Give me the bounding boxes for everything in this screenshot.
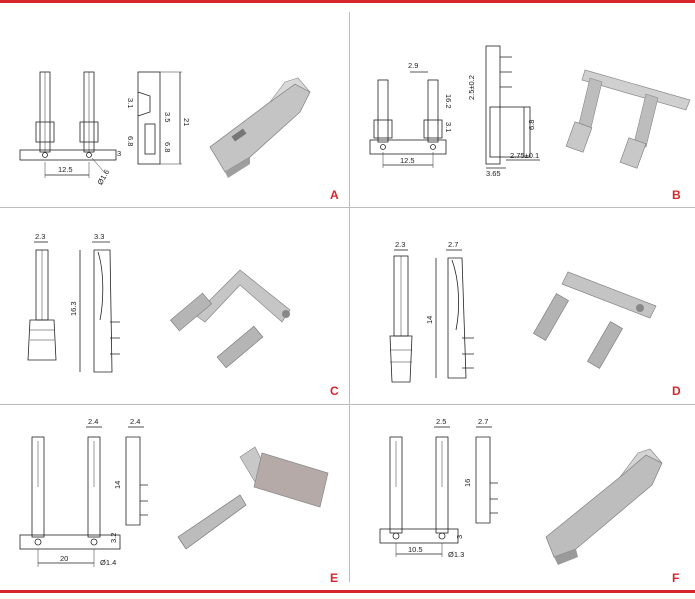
dim-a-7: 6.8 — [163, 142, 172, 152]
terminal-drawing-d: 2.3 2.7 14 — [389, 240, 657, 383]
side-view-e: 2.4 14 — [113, 417, 148, 526]
grid-divider-row2 — [0, 404, 695, 405]
top-red-rule — [0, 0, 695, 3]
dim-f-2: 2.7 — [478, 417, 488, 426]
dim-a-3: 21 — [182, 118, 191, 126]
panel-letter-c: C — [330, 384, 339, 398]
dim-f-6: 3 — [455, 535, 464, 539]
dim-b-3: 12.5 — [400, 156, 415, 165]
grid-divider-vertical — [349, 12, 350, 582]
dim-e-2: 2.4 — [130, 417, 140, 426]
dim-d-1: 2.3 — [395, 240, 405, 249]
terminal-photo-c — [169, 269, 291, 369]
terminal-drawing-f: 2.5 10.5 Ø1.3 3 2.7 16 — [379, 417, 663, 565]
terminal-panel-c: 2.3 3.3 16.3 C — [0, 210, 345, 402]
terminal-photo-e — [177, 446, 329, 550]
terminal-photo-d — [533, 271, 657, 369]
dim-a-6: 6.8 — [126, 136, 135, 146]
dim-c-2: 3.3 — [94, 232, 104, 241]
dim-b-5: 2.75±0.1 — [510, 151, 539, 160]
side-view-a: 21 3.1 3.5 6.8 6.8 — [126, 71, 191, 165]
terminal-panel-e: 2.4 20 Ø1.4 3.2 2.4 14 E — [0, 407, 345, 599]
dim-d-2: 2.7 — [448, 240, 458, 249]
dim-e-1: 2.4 — [88, 417, 98, 426]
front-view-d: 2.3 — [389, 240, 413, 383]
dim-a-8: 3 — [117, 149, 121, 158]
dim-e-6: 3.2 — [109, 533, 118, 543]
panel-letter-d: D — [672, 384, 681, 398]
terminal-panel-f: 2.5 10.5 Ø1.3 3 2.7 16 F — [350, 407, 695, 599]
terminal-panel-d: 2.3 2.7 14 D — [350, 210, 695, 402]
dim-f-3: 16 — [463, 479, 472, 487]
grid-divider-row1 — [0, 207, 695, 208]
dim-a-4: 3.1 — [126, 98, 135, 108]
dim-e-4: 20 — [60, 554, 68, 563]
terminal-drawing-a: 12.5 Ø1.6 3 21 3.1 3.5 6.8 6.8 — [19, 71, 311, 187]
dim-b-4: 3.65 — [486, 169, 501, 178]
terminal-drawing-e: 2.4 20 Ø1.4 3.2 2.4 14 — [19, 417, 329, 567]
bottom-red-rule — [0, 590, 695, 593]
side-view-b: 2.5±0.2 6.8 3.65 2.75±0.1 — [467, 45, 540, 178]
dim-c-1: 2.3 — [35, 232, 45, 241]
dim-b-1: 2.9 — [408, 61, 418, 70]
front-view-b: 12.5 2.9 16.2 3.1 — [369, 61, 453, 168]
dim-a-5: 3.5 — [163, 112, 172, 122]
panel-letter-b: B — [672, 188, 681, 202]
front-view-f: 2.5 10.5 Ø1.3 3 — [379, 417, 464, 559]
dim-d-3: 14 — [425, 316, 434, 324]
dim-b-6: 6.8 — [527, 120, 536, 130]
terminal-photo-b — [565, 69, 691, 169]
dim-f-5: Ø1.3 — [448, 550, 464, 559]
front-view-e: 2.4 20 Ø1.4 3.2 — [19, 417, 121, 567]
dim-b-7: 16.2 — [444, 94, 453, 109]
panel-letter-a: A — [330, 188, 339, 202]
terminal-photo-a — [209, 77, 311, 178]
side-view-f: 2.7 16 — [463, 417, 498, 524]
terminal-drawing-b: 12.5 2.9 16.2 3.1 2.5±0.2 6.8 3.65 2.75±… — [369, 45, 691, 178]
dim-e-5: Ø1.4 — [100, 558, 116, 567]
terminal-photo-f — [545, 448, 663, 565]
terminal-drawing-c: 2.3 3.3 16.3 — [27, 232, 291, 373]
dim-a-2: Ø1.6 — [95, 168, 111, 187]
side-view-c: 3.3 16.3 — [69, 232, 120, 373]
dim-f-4: 10.5 — [408, 545, 423, 554]
dim-c-3: 16.3 — [69, 301, 78, 316]
side-view-d: 2.7 14 — [425, 240, 474, 379]
terminal-panel-a: 12.5 Ø1.6 3 21 3.1 3.5 6.8 6.8 A — [0, 12, 345, 204]
front-view-c: 2.3 — [27, 232, 57, 361]
terminal-panel-b: 12.5 2.9 16.2 3.1 2.5±0.2 6.8 3.65 2.75±… — [350, 12, 695, 204]
dim-b-8: 3.1 — [444, 122, 453, 132]
panel-letter-e: E — [330, 571, 339, 585]
dim-a-1: 12.5 — [58, 165, 73, 174]
panel-letter-f: F — [672, 571, 680, 585]
front-view-a: 12.5 Ø1.6 3 — [19, 71, 121, 187]
dim-b-2: 2.5±0.2 — [467, 75, 476, 100]
dim-f-1: 2.5 — [436, 417, 446, 426]
dim-e-3: 14 — [113, 481, 122, 489]
